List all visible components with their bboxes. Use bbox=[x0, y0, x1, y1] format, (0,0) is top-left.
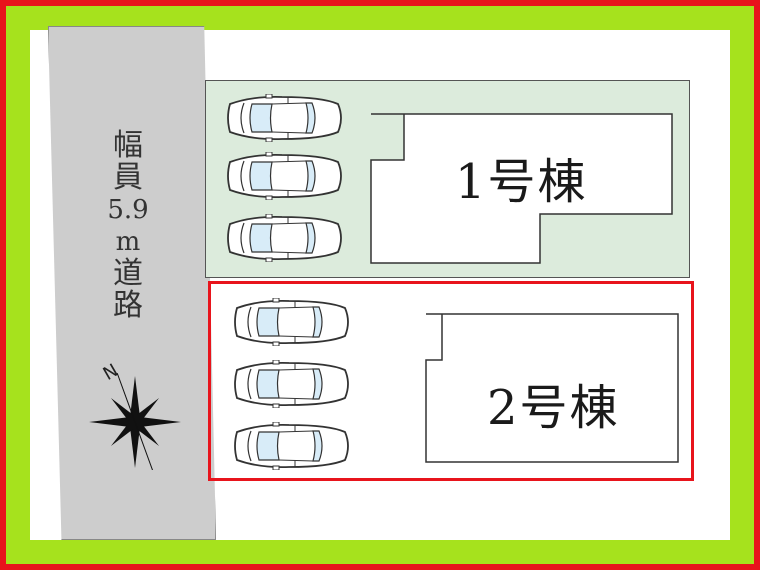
road-label-top: 幅員 bbox=[113, 128, 143, 195]
road-label: 幅員 5.9 m 道路 bbox=[106, 130, 150, 322]
building-1-label: 1号棟 bbox=[455, 154, 588, 210]
road-label-bottom: 道路 bbox=[113, 256, 143, 323]
car-icon bbox=[229, 421, 353, 474]
lot-2-highlight bbox=[208, 281, 694, 481]
car-icon bbox=[229, 359, 353, 412]
road bbox=[48, 26, 216, 540]
compass-rose-icon bbox=[89, 372, 181, 470]
road-width: 5.9 bbox=[107, 195, 149, 225]
road-unit: m bbox=[115, 227, 141, 257]
car-icon bbox=[222, 213, 346, 266]
building-2-label: 2号棟 bbox=[487, 380, 620, 436]
car-icon bbox=[222, 151, 346, 204]
car-icon bbox=[222, 93, 346, 146]
car-icon bbox=[229, 297, 353, 350]
